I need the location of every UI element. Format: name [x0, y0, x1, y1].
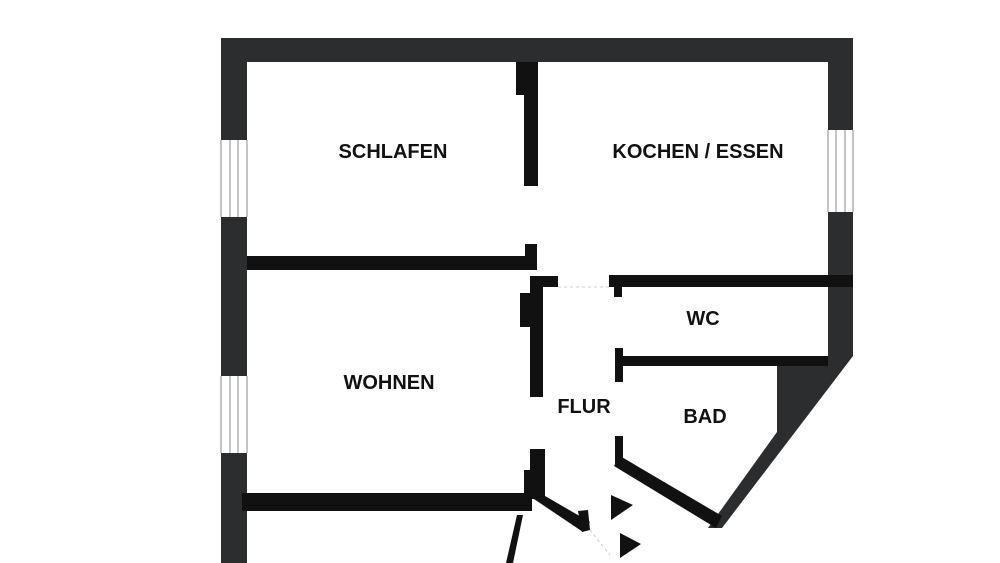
- window-wohnen: [220, 376, 248, 453]
- wall-kochen-wc: [609, 275, 853, 287]
- room-label-kochen-essen: KOCHEN / ESSEN: [612, 141, 783, 163]
- diagonal-outer-wall: [708, 356, 853, 528]
- room-label-wc: WC: [686, 308, 719, 330]
- entrance-arrow-icon: [620, 533, 641, 558]
- wall-flur-top-left: [530, 276, 558, 287]
- windows: [220, 130, 854, 453]
- window-schlafen: [220, 140, 248, 217]
- door-jamb-schlafen-bottom: [525, 244, 537, 270]
- door-opening-entrance: [589, 529, 611, 556]
- wall-schlafen-wohnen: [247, 256, 532, 270]
- wall-bad-diagonal: [614, 456, 722, 528]
- wall-entrance-left: [530, 449, 545, 499]
- window-kochen: [827, 130, 854, 212]
- door-jamb-wohnen: [520, 293, 532, 327]
- entrance-markers: [611, 495, 641, 558]
- wall-wohnen-flur: [530, 285, 543, 397]
- room-label-bad: BAD: [683, 406, 726, 428]
- top-outer-wall: [221, 38, 853, 62]
- entrance-arrow-icon: [611, 495, 633, 520]
- room-labels: SCHLAFEN KOCHEN / ESSEN WC WOHNEN FLUR B…: [339, 141, 784, 428]
- interior-walls: [242, 62, 853, 563]
- wall-wc-bad: [615, 356, 828, 366]
- wall-entrance-diagonal: [531, 496, 590, 532]
- door-jamb-bad-bottom: [615, 436, 623, 466]
- wall-wohnen-bottom: [242, 493, 532, 511]
- left-outer-wall: [221, 38, 247, 563]
- door-openings: [558, 286, 611, 556]
- outer-walls: [221, 38, 853, 563]
- door-jamb-wc: [614, 275, 622, 297]
- room-label-wohnen: WOHNEN: [343, 372, 434, 394]
- door-jamb-bad-top: [615, 348, 623, 382]
- room-label-schlafen: SCHLAFEN: [339, 141, 448, 163]
- door-jamb-schlafen-top: [516, 62, 526, 95]
- wall-entrance-bottom: [578, 510, 590, 532]
- wall-stair-left: [506, 515, 523, 563]
- wall-schlafen-kochen: [524, 62, 538, 186]
- room-label-flur: FLUR: [557, 396, 611, 418]
